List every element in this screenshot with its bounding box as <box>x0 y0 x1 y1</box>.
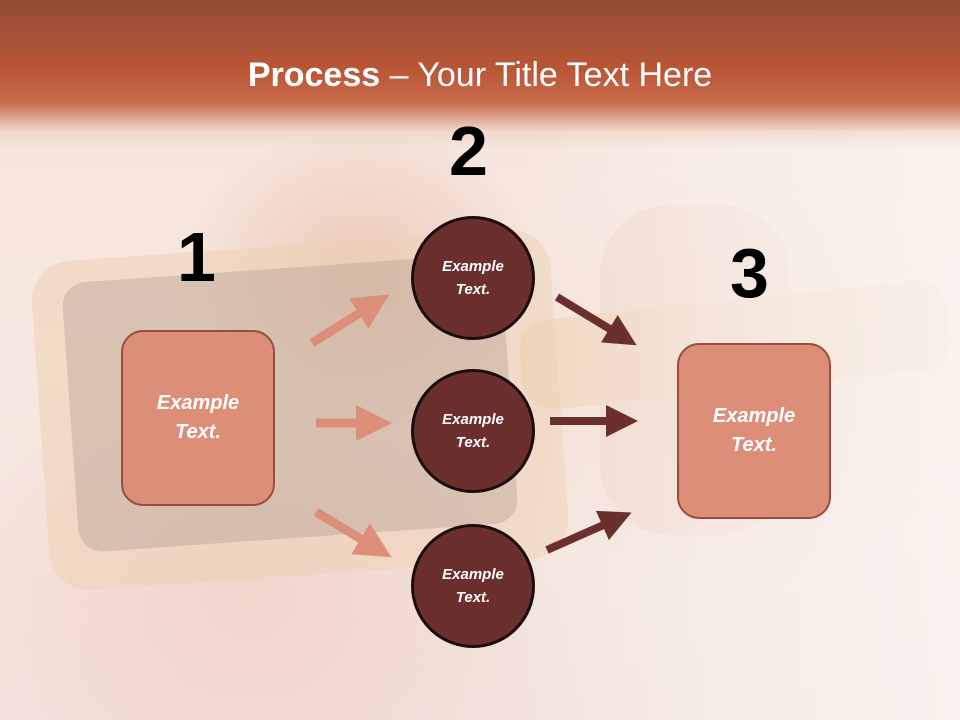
circle-top-text: Example Text. <box>442 258 504 298</box>
step-number-3: 3 <box>730 234 769 312</box>
title-rest: – Your Title Text Here <box>380 56 713 94</box>
arrow-to-circle-bottom <box>313 508 392 558</box>
arrow-from-circle-top <box>554 293 637 346</box>
step-number-1: 1 <box>177 218 216 296</box>
circle-bottom-text: Example Text. <box>442 566 504 606</box>
header-band: Process – Your Title Text Here <box>0 0 960 150</box>
title-bold: Process <box>247 56 381 94</box>
step-2-circle-top: Example Text. <box>411 216 535 340</box>
slide-title: Process – Your Title Text Here <box>0 56 960 95</box>
arrow-to-circle-top <box>309 294 390 347</box>
arrow-from-circle-bottom <box>545 510 632 554</box>
step-number-2: 2 <box>449 112 488 190</box>
circle-middle-text: Example Text. <box>442 411 504 451</box>
step-2-circle-middle: Example Text. <box>411 369 535 493</box>
step-1-text: Example Text. <box>156 392 240 443</box>
step-3-text: Example Text. <box>712 405 796 456</box>
step-1-box: Example Text. <box>121 330 275 506</box>
step-2-circle-bottom: Example Text. <box>411 524 535 648</box>
step-3-box: Example Text. <box>677 343 831 519</box>
